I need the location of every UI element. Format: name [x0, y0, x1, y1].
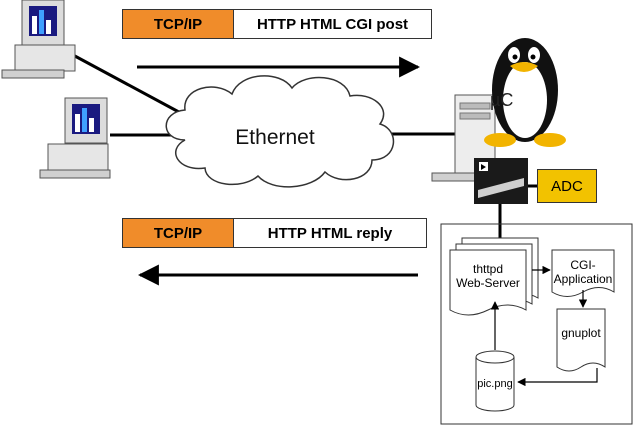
reply-payload-label: HTTP HTML reply	[234, 219, 426, 247]
adc-box: ADC	[537, 169, 597, 203]
cgi-label-line2: Application	[553, 272, 613, 286]
pic-png-storage-icon	[475, 350, 515, 412]
tux-penguin-icon	[484, 38, 566, 147]
ethernet-label: Ethernet	[235, 126, 315, 149]
reply-protocol-tag: TCP/IP	[123, 219, 234, 247]
client-computer-2-icon	[39, 97, 111, 179]
request-payload-label: HTTP HTML CGI post	[234, 10, 431, 38]
gnuplot-label: gnuplot	[561, 326, 601, 340]
ethernet-cloud	[165, 75, 395, 188]
reply-protocol-bar: TCP/IP HTTP HTML reply	[122, 218, 427, 248]
blackfin-processor-icon	[474, 158, 528, 204]
cgi-application-label: CGI- Application	[552, 258, 614, 286]
webserver-label-line2: Web-Server	[456, 276, 520, 290]
request-protocol-bar: TCP/IP HTTP HTML CGI post	[122, 9, 432, 39]
webserver-document-stack	[449, 237, 539, 316]
client-computer-1-icon	[1, 0, 76, 79]
request-protocol-tag: TCP/IP	[123, 10, 234, 38]
microcontroller-label: µC	[490, 90, 514, 110]
server-detail-frame	[440, 223, 633, 425]
webserver-label: thttpd Web-Server	[450, 262, 526, 290]
webserver-label-line1: thttpd	[472, 262, 504, 276]
arrow-gnuplot-to-pic	[517, 368, 598, 387]
cgi-label-line1: CGI-	[570, 258, 596, 272]
link-pc1-cloud	[59, 46, 191, 120]
gnuplot-document	[556, 308, 606, 372]
pic-png-label: pic.png	[477, 378, 513, 390]
